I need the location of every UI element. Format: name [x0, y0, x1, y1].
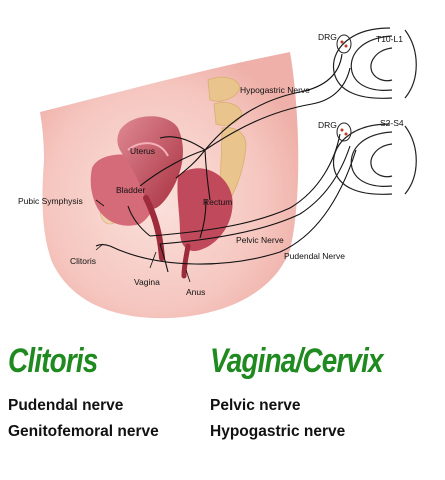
vagina-nerve-1: Pelvic nerve	[210, 397, 301, 414]
label-hypogastric-nerve: Hypogastric Nerve	[240, 85, 310, 95]
label-pudendal-nerve: Pudendal Nerve	[284, 251, 345, 261]
spinal-cord-lower	[332, 123, 417, 195]
label-t10-l1: T10-L1	[376, 34, 403, 44]
label-anus: Anus	[186, 287, 205, 297]
label-drg-lower: DRG	[318, 120, 337, 130]
nerve-lines	[95, 53, 357, 273]
clitoris-nerve-2: Genitofemoral nerve	[8, 423, 159, 440]
label-drg-upper: DRG	[318, 32, 337, 42]
anatomy-diagram: DRG T10-L1 DRG S2-S4 Hypogastric Nerve U…	[18, 27, 417, 319]
label-pubic-symphysis: Pubic Symphysis	[18, 196, 83, 206]
heading-vagina-cervix: Vagina/Cervix	[210, 342, 384, 380]
label-pelvic-nerve: Pelvic Nerve	[236, 235, 284, 245]
rectum-shape	[177, 168, 233, 252]
rectal-canal	[181, 243, 191, 279]
vagina-canal	[143, 195, 165, 261]
clitoris-nerve-1: Pudendal nerve	[8, 397, 124, 414]
label-vagina: Vagina	[134, 277, 160, 287]
label-bladder: Bladder	[116, 185, 145, 195]
spinal-cord-upper	[332, 27, 417, 99]
label-clitoris: Clitoris	[70, 256, 96, 266]
heading-clitoris: Clitoris	[8, 342, 98, 380]
uterus-shape	[117, 116, 183, 209]
drg-upper-ganglion	[336, 34, 352, 54]
label-uterus: Uterus	[130, 146, 155, 156]
drg-lower-ganglion	[336, 122, 352, 142]
label-s2-s4: S2-S4	[380, 118, 404, 128]
label-rectum: Rectum	[203, 197, 232, 207]
pelvic-organs	[90, 116, 233, 279]
vagina-nerve-2: Hypogastric nerve	[210, 423, 346, 440]
